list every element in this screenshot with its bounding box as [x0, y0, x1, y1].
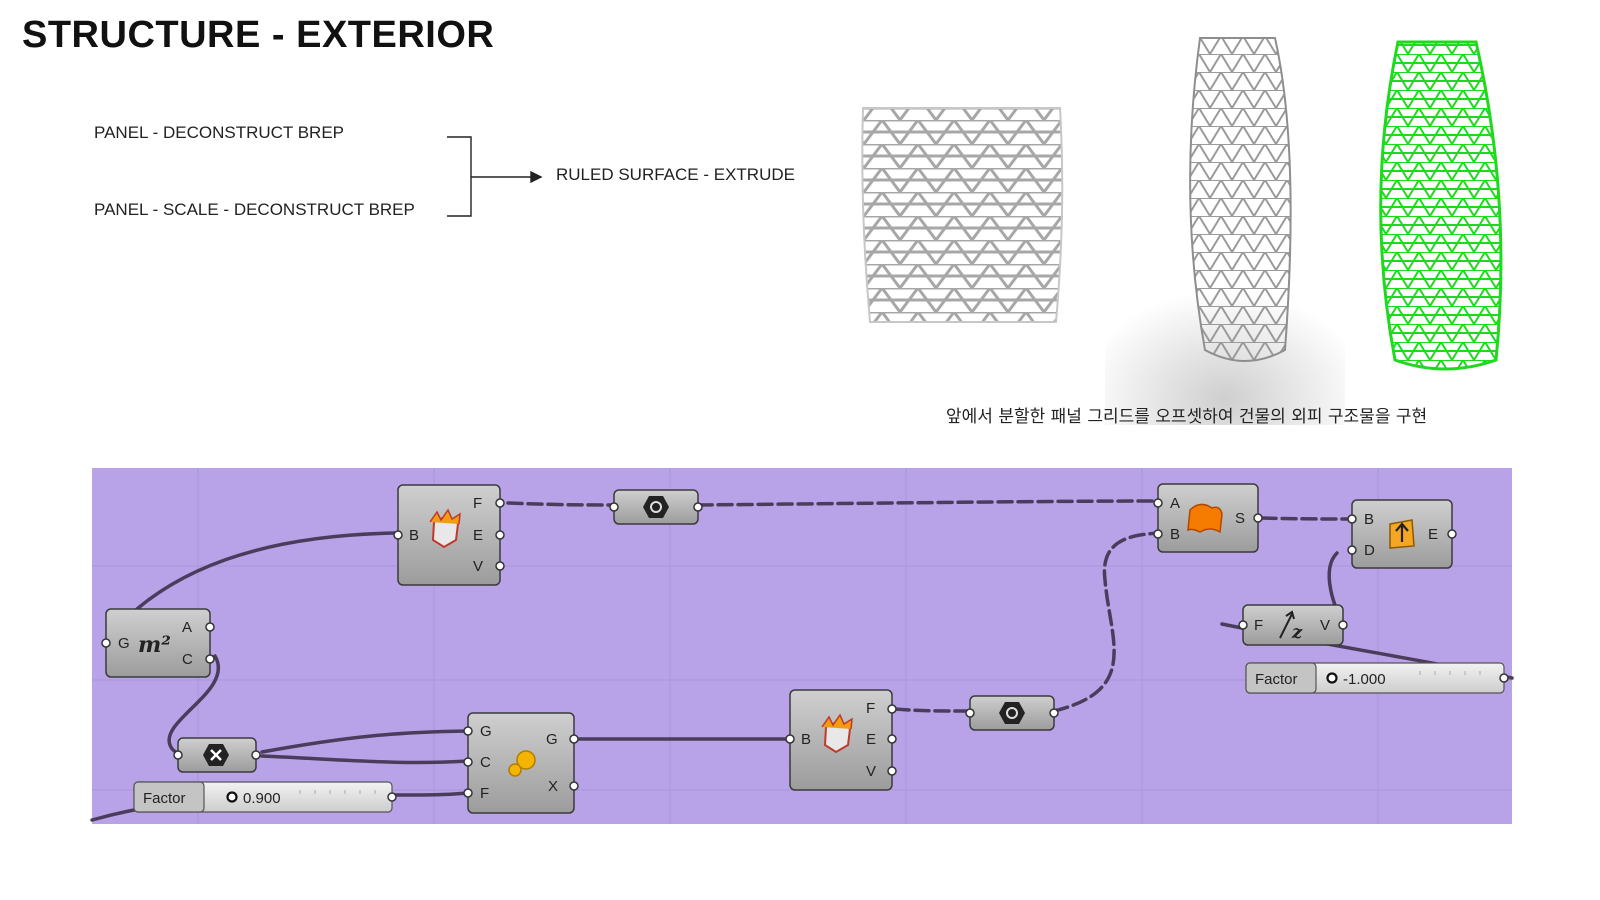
deconstruct-top-output-v: V: [473, 558, 483, 575]
area-input-g: G: [118, 635, 130, 652]
svg-text:z: z: [1291, 622, 1303, 643]
ruled-output-s: S: [1235, 510, 1245, 527]
negate-component[interactable]: [173, 737, 261, 773]
explode-brep-icon: [821, 713, 853, 754]
relay-node-bottom[interactable]: [965, 695, 1059, 731]
scale-output-x: X: [548, 778, 558, 795]
ruled-surface-component[interactable]: A B S: [1153, 483, 1263, 553]
z-factor-label: Factor: [1255, 671, 1298, 688]
z-factor-value: -1.000: [1343, 671, 1386, 688]
extrude-input-b: B: [1364, 511, 1374, 528]
area-component[interactable]: G m² A C: [101, 608, 215, 678]
unit-z-component[interactable]: F z V: [1238, 604, 1348, 646]
explode-brep-icon: [429, 508, 461, 549]
deconstruct-brep-top-component[interactable]: B F E V: [393, 484, 505, 586]
unit-z-icon: z: [1279, 610, 1303, 643]
unit-z-input-f: F: [1254, 617, 1263, 634]
preview-green-wireframe: [1379, 40, 1503, 371]
preview-grey-lattice-panel: [861, 107, 1064, 323]
scale-factor-value: 0.900: [243, 790, 281, 807]
z-factor-slider[interactable]: Factor -1.000: [1245, 662, 1509, 694]
deconstruct-bottom-input-b: B: [801, 731, 811, 748]
relay-icon: [999, 702, 1025, 724]
relay-node-top[interactable]: [609, 489, 703, 525]
ruled-input-a: A: [1170, 495, 1180, 512]
caption-korean: 앞에서 분할한 패널 그리드를 오프셋하여 건물의 외피 구조물을 구현: [946, 407, 1428, 427]
grasshopper-canvas: G m² A C B F E V: [90, 468, 1514, 824]
ruled-input-b: B: [1170, 526, 1180, 543]
scale-component[interactable]: G C F G X: [463, 712, 579, 814]
unit-z-output-v: V: [1320, 617, 1330, 634]
flow-input-panel-deconstruct: PANEL - DECONSTRUCT BREP: [94, 123, 345, 142]
area-output-c: C: [182, 651, 193, 668]
deconstruct-top-output-e: E: [473, 527, 483, 544]
deconstruct-top-input-b: B: [409, 527, 419, 544]
area-output-a: A: [182, 619, 192, 636]
page-title: STRUCTURE - EXTERIOR: [22, 14, 495, 56]
scale-input-c: C: [480, 754, 491, 771]
scale-icon: [508, 750, 536, 777]
extrude-output-e: E: [1428, 526, 1438, 543]
preview-rendered-tower: [1105, 37, 1345, 425]
flow-input-panel-scale: PANEL - SCALE - DECONSTRUCT BREP: [94, 200, 415, 219]
scale-factor-slider[interactable]: Factor 0.900: [133, 781, 397, 813]
ruled-surface-icon: [1187, 503, 1223, 534]
slider-knob[interactable]: [1326, 672, 1338, 684]
deconstruct-brep-bottom-component[interactable]: B F E V: [785, 689, 897, 791]
extrude-icon: [1389, 519, 1415, 549]
scale-output-g: G: [546, 731, 558, 748]
scale-factor-label: Factor: [143, 790, 186, 807]
slider-knob[interactable]: [226, 791, 238, 803]
flow-output-ruled-surface: RULED SURFACE - EXTRUDE: [556, 165, 795, 184]
deconstruct-top-output-f: F: [473, 495, 482, 512]
extrude-input-d: D: [1364, 542, 1375, 559]
extrude-component[interactable]: B D E: [1347, 499, 1457, 569]
deconstruct-bottom-output-v: V: [866, 763, 876, 780]
deconstruct-bottom-output-f: F: [866, 700, 875, 717]
flow-bracket-arrow: [447, 136, 543, 217]
dashed-wires: [506, 499, 1354, 713]
scale-input-g: G: [480, 723, 492, 740]
deconstruct-bottom-output-e: E: [866, 731, 876, 748]
scale-input-f: F: [480, 785, 489, 802]
relay-icon: [643, 496, 669, 518]
area-icon: m²: [138, 632, 171, 658]
